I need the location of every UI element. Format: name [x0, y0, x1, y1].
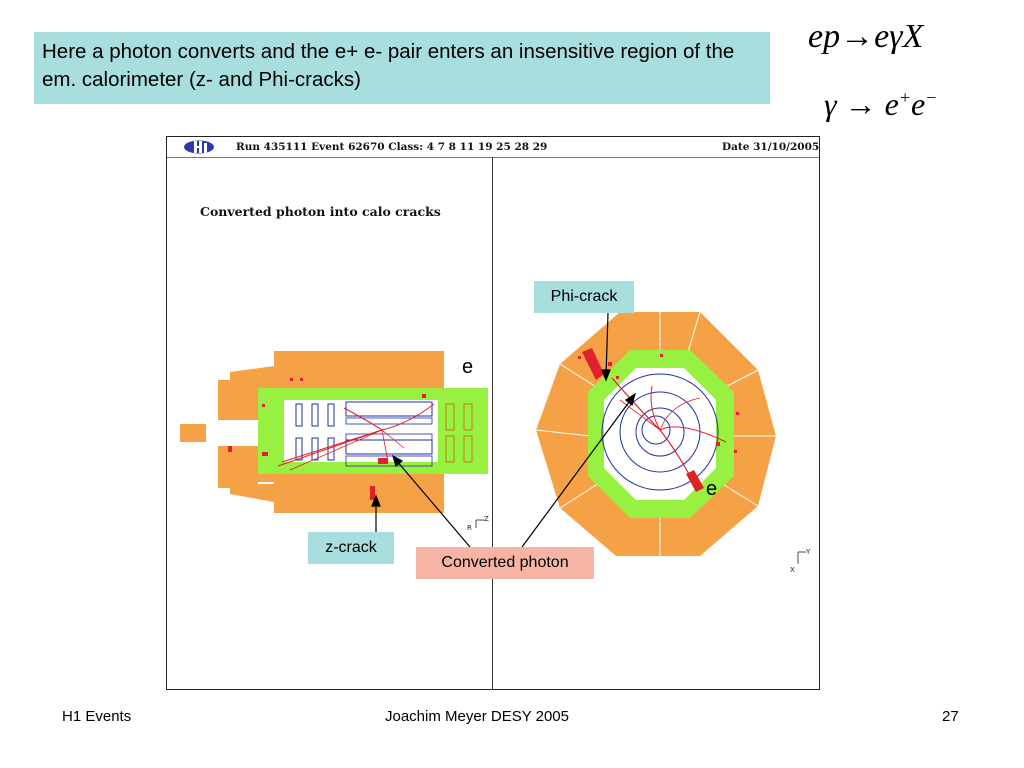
converted-photon-label: Converted photon — [416, 547, 594, 579]
electron-cluster — [686, 470, 704, 492]
formula2-electron: e — [910, 86, 926, 122]
formula-arrow: → — [840, 18, 875, 55]
electron-label-top: e — [462, 356, 474, 378]
side-view — [180, 351, 488, 513]
em-layer-bottom — [258, 462, 488, 474]
conversion-formula: γ → e+e− — [824, 86, 937, 123]
z-crack-label: z-crack — [308, 532, 394, 564]
formula2-arrow: → — [844, 86, 877, 122]
zcrack-cluster — [370, 486, 375, 500]
header-divider — [167, 157, 819, 158]
view-divider — [492, 157, 493, 690]
phi-crack-label: Phi-crack — [534, 281, 634, 313]
axis-radial-x: X — [790, 566, 795, 574]
event-date: Date 31/10/2005 — [722, 141, 820, 153]
axis-glyphs — [475, 519, 806, 564]
radial-view — [535, 311, 776, 556]
formula-lhs: ep — [808, 18, 841, 55]
event-title: Converted photon into calo cracks — [200, 204, 441, 219]
formula2-positron: e — [884, 86, 899, 122]
caption-box: Here a photon converts and the e+ e- pai… — [34, 32, 770, 104]
formula2-lhs: γ — [824, 86, 837, 122]
phicrack-cluster — [582, 348, 604, 380]
annotation-arrows — [371, 312, 637, 548]
lar-bottom-outer — [274, 478, 444, 513]
formula2-plus: + — [898, 87, 911, 108]
run-info: Run 435111 Event 62670 Class: 4 7 8 11 1… — [236, 141, 548, 153]
page-number: 27 — [942, 708, 959, 725]
h1-logo — [184, 140, 214, 154]
footer-author: Joachim Meyer DESY 2005 — [385, 708, 569, 725]
formula-rhs: eγX — [874, 18, 924, 55]
axis-side-r: R — [467, 524, 472, 532]
caption-text: Here a photon converts and the e+ e- pai… — [42, 40, 735, 91]
electron-label-bottom: e — [706, 478, 718, 500]
em-layer-top — [258, 388, 488, 400]
footer-left: H1 Events — [62, 708, 132, 725]
backward-calo-block — [180, 424, 206, 442]
formula2-minus: − — [925, 87, 938, 108]
axis-side-z: Z — [484, 515, 489, 523]
reaction-formula: ep→eγX — [808, 18, 923, 56]
axis-radial-y: Y — [806, 548, 811, 556]
